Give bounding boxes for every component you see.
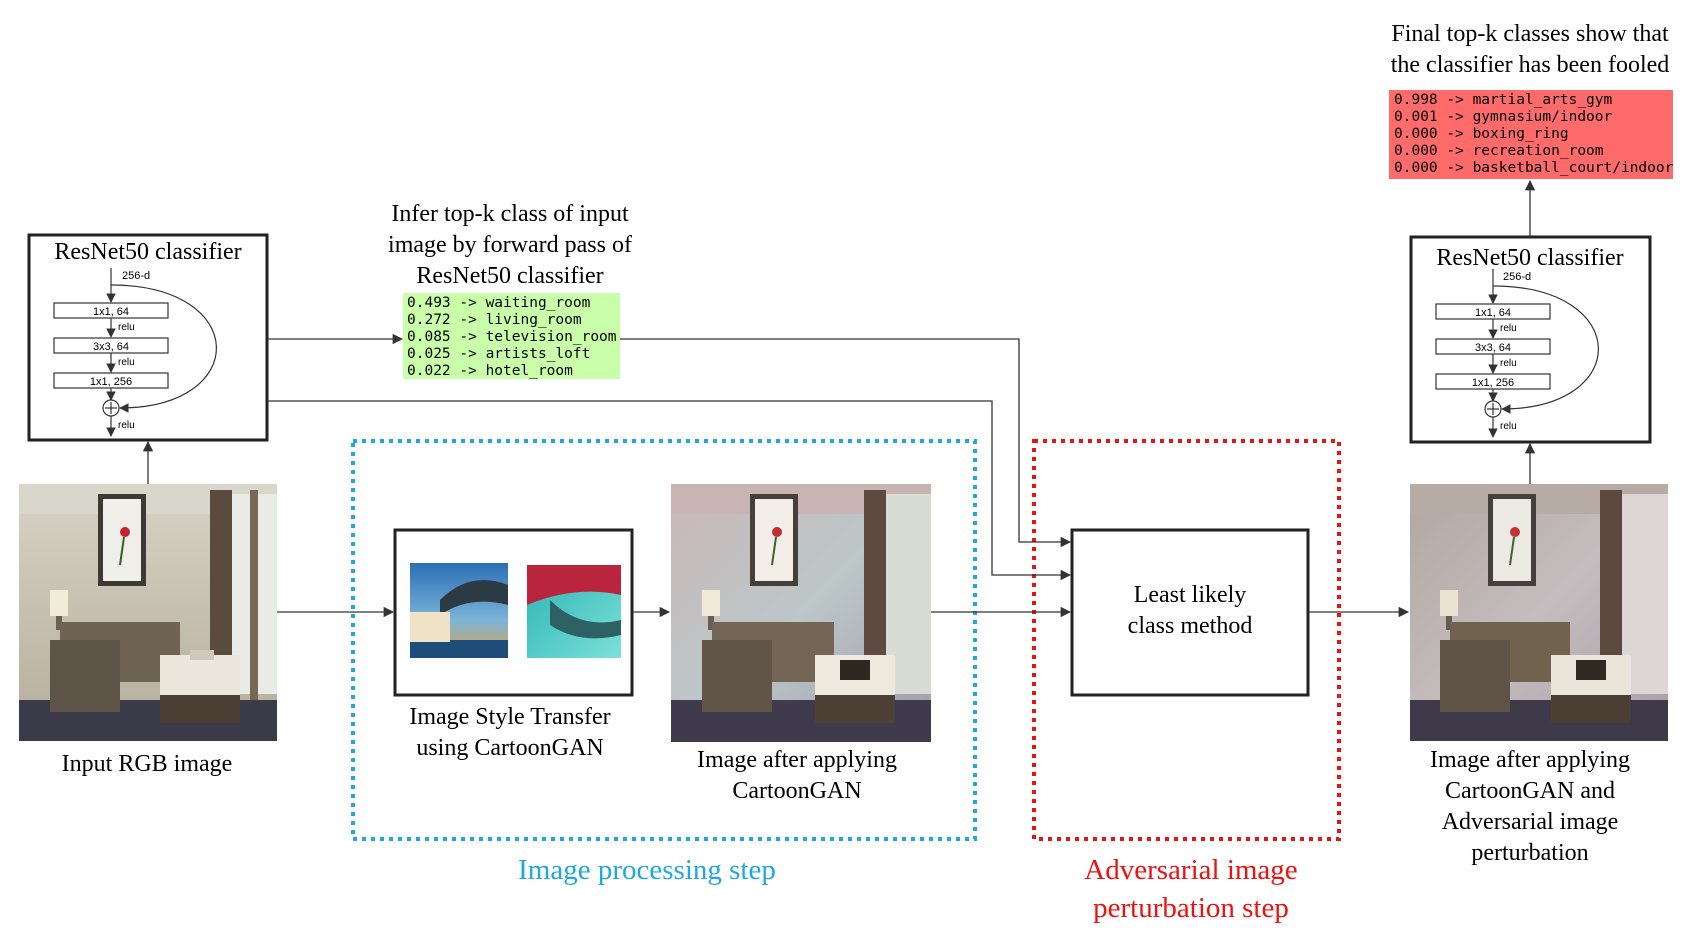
final-predictions-box: 0.998 -> martial_arts_gym 0.001 -> gymna… bbox=[1389, 90, 1674, 179]
style-transfer-label-line1: Image Style Transfer bbox=[409, 704, 610, 730]
final-caption-line1: Final top-k classes show that bbox=[1391, 21, 1669, 47]
left-classifier-box: ResNet50 classifier 256-d 1x1, 64 relu 3… bbox=[27, 233, 269, 442]
initial-prediction-4: 0.025 -> artists_loft bbox=[407, 346, 590, 362]
style-transfer-label-line2: using CartoonGAN bbox=[416, 735, 603, 761]
llc-label-line1: Least likely bbox=[1134, 582, 1247, 608]
final-image-label-line3: Adversarial image bbox=[1442, 809, 1619, 835]
right-bottleneck-block: 256-d 1x1, 64 relu 3x3, 64 relu 1x1, 256… bbox=[1435, 269, 1599, 438]
left-block-act2: relu bbox=[118, 357, 135, 368]
style-target-thumbnail bbox=[527, 565, 621, 658]
left-bottleneck-block: 256-d 1x1, 64 relu 3x3, 64 relu 1x1, 256… bbox=[53, 268, 217, 437]
adversarial-image bbox=[1410, 484, 1668, 741]
cartoon-image bbox=[671, 484, 931, 742]
final-prediction-5: 0.000 -> basketball_court/indoor bbox=[1394, 160, 1674, 176]
infer-caption-line1: Infer top-k class of input bbox=[391, 201, 629, 227]
infer-caption-line2: image by forward pass of bbox=[388, 232, 632, 258]
processing-step-label: Image processing step bbox=[518, 854, 776, 886]
arrow-classifier-to-llc bbox=[267, 400, 1072, 581]
left-block-act1: relu bbox=[118, 322, 135, 333]
initial-prediction-1: 0.493 -> waiting_room bbox=[407, 295, 591, 311]
final-prediction-3: 0.000 -> boxing_ring bbox=[1394, 126, 1569, 142]
style-transfer-box bbox=[393, 528, 634, 697]
adversarial-step-label-line1: Adversarial image bbox=[1084, 854, 1297, 886]
initial-predictions-bg bbox=[403, 293, 620, 379]
infer-caption-line3: ResNet50 classifier bbox=[416, 263, 603, 289]
arrow-predictions-to-llc bbox=[620, 338, 1072, 548]
adversarial-step-label-line2: perturbation step bbox=[1093, 892, 1289, 924]
final-caption: Final top-k classes show that the classi… bbox=[1391, 21, 1670, 78]
connector-arrows bbox=[142, 179, 1536, 618]
left-block-dim: 256-d bbox=[122, 270, 150, 282]
left-block-layer2: 3x3, 64 bbox=[93, 341, 129, 353]
final-caption-line2: the classifier has been fooled bbox=[1391, 52, 1670, 78]
initial-predictions-box: 0.493 -> waiting_room 0.272 -> living_ro… bbox=[403, 293, 620, 379]
cartoon-image-label-line2: CartoonGAN bbox=[732, 778, 861, 804]
right-block-act3: relu bbox=[1500, 421, 1517, 432]
style-source-thumbnail bbox=[410, 563, 508, 658]
left-skip-connection bbox=[110, 284, 217, 413]
left-block-act3: relu bbox=[118, 420, 135, 431]
initial-prediction-5: 0.022 -> hotel_room bbox=[407, 363, 573, 379]
final-prediction-4: 0.000 -> recreation_room bbox=[1394, 143, 1604, 159]
input-image-label: Input RGB image bbox=[62, 751, 233, 777]
left-classifier-title: ResNet50 classifier bbox=[54, 239, 241, 265]
right-block-act1: relu bbox=[1500, 323, 1517, 334]
llc-method-box: Least likely class method bbox=[1070, 528, 1310, 697]
right-block-layer2: 3x3, 64 bbox=[1475, 342, 1511, 354]
final-image-label-line2: CartoonGAN and bbox=[1445, 778, 1615, 804]
right-classifier-title: ResNet50 classifier bbox=[1436, 245, 1623, 271]
infer-caption: Infer top-k class of input image by forw… bbox=[388, 201, 632, 289]
right-block-act2: relu bbox=[1500, 358, 1517, 369]
left-block-layer3: 1x1, 256 bbox=[90, 376, 132, 388]
cartoon-image-label-line1: Image after applying bbox=[697, 747, 897, 773]
final-prediction-2: 0.001 -> gymnasium/indoor bbox=[1394, 109, 1613, 125]
final-image-label-line4: perturbation bbox=[1471, 840, 1588, 866]
input-image bbox=[19, 484, 277, 741]
adversarial-step-region bbox=[1032, 439, 1341, 841]
left-block-layer1: 1x1, 64 bbox=[93, 306, 129, 318]
right-classifier-box: ResNet50 classifier 256-d 1x1, 64 relu 3… bbox=[1409, 235, 1652, 444]
final-image-label-line1: Image after applying bbox=[1430, 747, 1630, 773]
right-block-dim: 256-d bbox=[1503, 271, 1531, 283]
initial-prediction-3: 0.085 -> television_room bbox=[407, 329, 617, 345]
final-predictions-bg bbox=[1389, 90, 1673, 179]
initial-prediction-2: 0.272 -> living_room bbox=[407, 312, 582, 328]
right-skip-connection bbox=[1492, 285, 1599, 414]
final-prediction-1: 0.998 -> martial_arts_gym bbox=[1394, 92, 1613, 108]
right-block-layer3: 1x1, 256 bbox=[1472, 377, 1514, 389]
right-block-layer1: 1x1, 64 bbox=[1475, 307, 1511, 319]
processing-step-region bbox=[351, 439, 977, 841]
llc-label-line2: class method bbox=[1128, 613, 1253, 639]
